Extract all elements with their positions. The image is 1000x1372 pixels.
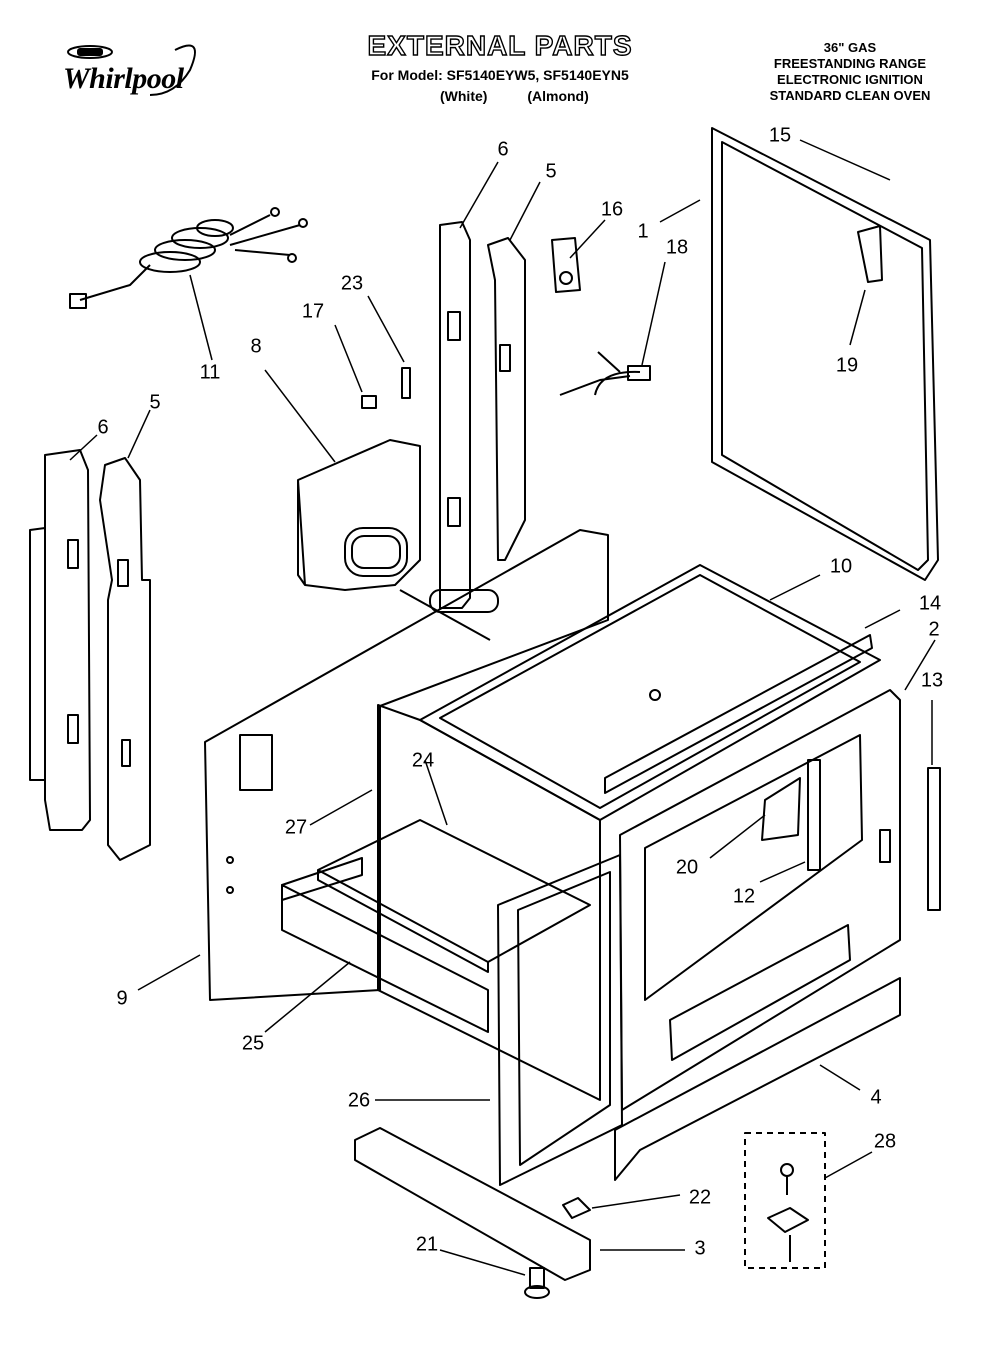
leader-lines <box>69 139 936 1276</box>
callout-16: 16 <box>600 198 624 221</box>
model-line: For Model: SF5140EYW5, SF5140EYN5 <box>300 66 700 84</box>
callout-19: 19 <box>835 354 859 377</box>
power-cord-part <box>69 207 308 309</box>
callout-25: 25 <box>241 1032 265 1055</box>
callout-4: 4 <box>870 1086 882 1109</box>
callout-18: 18 <box>665 236 689 259</box>
callout-6-center: 6 <box>497 138 509 161</box>
callout-24: 24 <box>411 749 435 772</box>
clip-small-part <box>562 1197 591 1219</box>
cabinet-box-part <box>281 704 601 1101</box>
callout-5-center: 5 <box>545 160 557 183</box>
desc-line-1: 36" GAS <box>823 40 877 55</box>
right-kickplate-part <box>614 977 901 1181</box>
callout-11: 11 <box>199 361 221 384</box>
callout-17: 17 <box>301 300 325 323</box>
ignitor-bracket-part <box>551 237 581 293</box>
vent-duct-part <box>297 439 421 591</box>
callout-3: 3 <box>694 1237 706 1260</box>
cooktop-base-part <box>419 564 881 821</box>
side-strip-part <box>927 767 941 911</box>
callout-26: 26 <box>347 1089 371 1112</box>
callout-14: 14 <box>918 592 942 615</box>
callout-27: 27 <box>284 816 308 839</box>
callout-21: 21 <box>415 1233 439 1256</box>
model-prefix: For Model: <box>371 67 443 83</box>
side-trim-left-pair <box>29 449 151 861</box>
callout-20: 20 <box>675 856 699 879</box>
callout-5-left: 5 <box>149 391 161 414</box>
callout-8: 8 <box>250 335 262 358</box>
desc-line-2: FREESTANDING RANGE <box>773 56 927 71</box>
logo-swoosh-icon <box>67 44 196 96</box>
hardware-kit-part <box>767 1163 809 1262</box>
model-variants: (White) (Almond) <box>440 88 700 104</box>
desc-line-4: STANDARD CLEAN OVEN <box>769 88 931 103</box>
front-frame-part <box>497 854 623 1186</box>
variant-white: (White) <box>440 88 488 104</box>
model-number-almond: SF5140EYN5 <box>543 67 629 83</box>
page-title: EXTERNAL PARTS <box>367 29 633 61</box>
hardware-kit-box <box>744 1132 826 1269</box>
brand-name: Whirlpool <box>63 62 184 95</box>
callout-9: 9 <box>116 987 128 1010</box>
callout-1: 1 <box>637 220 649 243</box>
left-side-panel-part <box>204 529 609 1001</box>
variant-almond: (Almond) <box>527 88 589 104</box>
callout-22: 22 <box>688 1186 712 1209</box>
desc-line-3: ELECTRONIC IGNITION <box>777 72 923 87</box>
side-trim-center-pair <box>439 221 526 609</box>
back-panel-frame-part <box>711 127 939 581</box>
trim-strip-part <box>604 634 873 794</box>
callout-2: 2 <box>928 618 940 641</box>
callout-23: 23 <box>340 272 364 295</box>
callout-12: 12 <box>732 885 756 908</box>
callout-10: 10 <box>829 555 853 578</box>
callout-13: 13 <box>920 669 944 692</box>
leveling-leg-part <box>524 1267 550 1299</box>
callout-6-left: 6 <box>97 416 109 439</box>
callout-15: 15 <box>768 124 792 147</box>
spacer-part <box>401 367 411 399</box>
wire-harness-part <box>559 351 651 396</box>
model-number-white: SF5140EYW5, <box>446 67 540 83</box>
product-description: 36" GAS FREESTANDING RANGE ELECTRONIC IG… <box>740 40 960 104</box>
callout-28: 28 <box>873 1130 897 1153</box>
front-kickplate-part <box>354 1127 591 1281</box>
clip-part <box>361 395 377 409</box>
right-side-panel-part <box>619 689 901 1111</box>
whirlpool-logo: Whirlpool <box>55 40 235 100</box>
